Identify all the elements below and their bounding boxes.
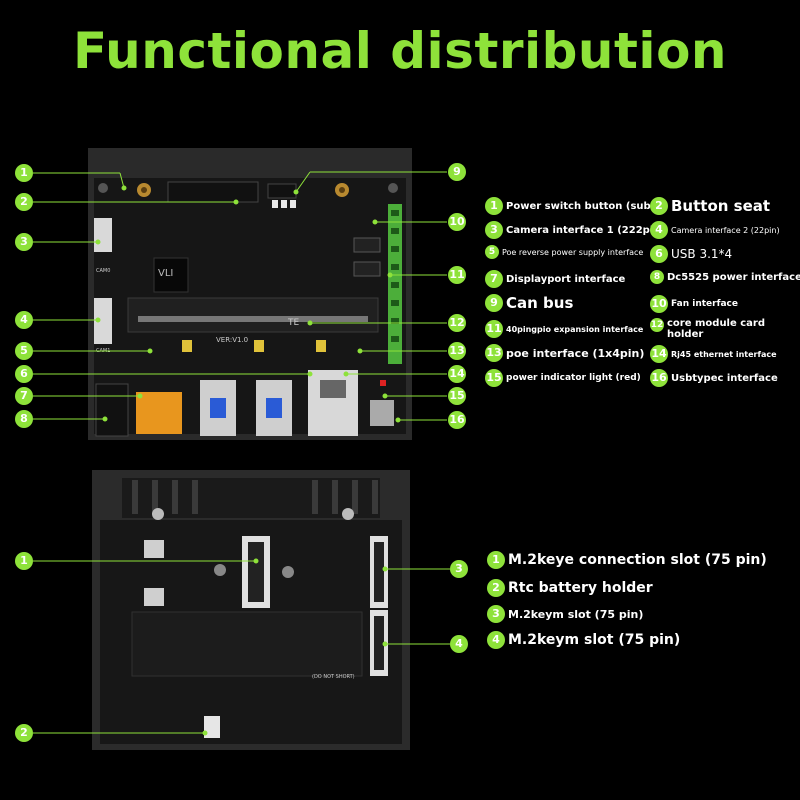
silkscreen-module: VLI [158,268,174,279]
legend-label: power indicator light (red) [506,373,641,383]
legend-item-5: 5 Poe reverse power supply interface [485,245,643,259]
bottom-legend-item-2: 2 Rtc battery holder [487,579,653,597]
legend-label: USB 3.1*4 [671,247,733,261]
legend-item-15: 15 power indicator light (red) [485,369,641,387]
legend-badge: 7 [485,270,503,288]
legend-item-14: 14 Rj45 ethernet interface [650,345,777,363]
legend-badge: 16 [650,369,668,387]
legend-item-2: 2 Button seat [650,197,770,215]
legend-badge: 13 [485,344,503,362]
legend-item-1: 1 Power switch button (sub) [485,197,655,215]
legend-badge: 9 [485,294,503,312]
legend-item-7: 7 Displayport interface [485,270,625,288]
bottom-legend-item-1: 1 M.2keye connection slot (75 pin) [487,551,767,569]
bottom-board-drawing [92,470,410,750]
legend-badge: 14 [650,345,668,363]
callout-badge-7: 7 [15,387,33,405]
legend-label: M.2keym slot (75 pin) [508,607,644,621]
legend-label: Displayport interface [506,273,626,285]
callout-badge-2: 2 [15,193,33,211]
legend-badge: 10 [650,295,668,313]
callout-badge-5: 5 [15,342,33,360]
legend-badge: 3 [487,605,505,623]
legend-label: Camera interface 2 (22pin) [671,225,780,235]
legend-badge: 11 [485,320,503,338]
bottom-callout-badge-2: 2 [15,724,33,742]
bottom-callout-badge-3: 3 [450,560,468,578]
legend-badge: 2 [487,579,505,597]
legend-label: core module card holder [667,318,766,340]
legend-item-16: 16 Usbtypec interface [650,369,778,387]
callout-badge-12: 12 [448,314,466,332]
legend-label: Usbtypec interface [671,372,778,384]
legend-label: Rj45 ethernet interface [671,349,777,359]
legend-badge: 6 [650,245,668,263]
bottom-callout-badge-4: 4 [450,635,468,653]
legend-label: Poe reverse power supply interface [502,247,644,257]
legend-badge: 4 [487,631,505,649]
callout-badge-15: 15 [448,387,466,405]
legend-item-10: 10 Fan interface [650,295,738,313]
legend-label: Can bus [506,294,574,312]
callout-badge-9: 9 [448,163,466,181]
legend-label: Button seat [671,197,771,215]
legend-item-3: 3 Camera interface 1 (222pin) [485,221,665,239]
legend-label: M.2keym slot (75 pin) [508,632,681,648]
legend-item-4: 4 Camera interface 2 (22pin) [650,221,780,239]
legend-item-13: 13 poe interface (1x4pin) [485,344,644,362]
legend-badge: 12 [650,318,664,332]
top-board: VLI TE VER:V1.0 CAM0 CAM1 [88,148,412,440]
silkscreen-version: VER:V1.0 [216,336,249,344]
callout-badge-16: 16 [448,411,466,429]
callout-badge-13: 13 [448,342,466,360]
legend-badge: 2 [650,197,668,215]
callout-badge-8: 8 [15,410,33,428]
bottom-board: (DO NOT SHORT) [92,470,410,750]
legend-label: 40pingpio expansion interface [506,324,644,334]
page-title: Functional distribution [72,22,728,80]
legend-label: Camera interface 1 (222pin) [506,224,665,236]
legend-badge: 5 [485,245,499,259]
legend-item-9: 9 Can bus [485,294,573,312]
bottom-callout-badge-1: 1 [15,552,33,570]
silkscreen-cam0: CAM0 [96,268,111,274]
legend-badge: 8 [650,270,664,284]
bottom-legend-item-4: 4 M.2keym slot (75 pin) [487,631,680,649]
legend-label: Power switch button (sub) [506,200,656,212]
callout-badge-10: 10 [448,213,466,231]
legend-badge: 3 [485,221,503,239]
legend-item-11: 11 40pingpio expansion interface [485,320,643,338]
legend-item-12: 12 core module card holder [650,318,777,340]
legend-label: Rtc battery holder [508,580,653,596]
callout-badge-3: 3 [15,233,33,251]
bottom-legend-item-3: 3 M.2keym slot (75 pin) [487,605,643,623]
legend-label: Dc5525 power interface [667,271,800,283]
legend-item-6: 6 USB 3.1*4 [650,245,732,263]
legend-badge: 1 [485,197,503,215]
legend-item-8: 8 Dc5525 power interface [650,270,800,284]
callout-badge-14: 14 [448,365,466,383]
callout-badge-11: 11 [448,266,466,284]
callout-badge-4: 4 [15,311,33,329]
top-board-drawing [88,148,412,440]
silkscreen-brand: TE [288,318,300,328]
callout-badge-1: 1 [15,164,33,182]
silkscreen-note: (DO NOT SHORT) [312,674,355,680]
legend-label: M.2keye connection slot (75 pin) [508,552,767,568]
legend-label: Fan interface [671,299,738,309]
legend-badge: 1 [487,551,505,569]
legend-badge: 4 [650,221,668,239]
legend-badge: 15 [485,369,503,387]
legend-label: poe interface (1x4pin) [506,346,645,360]
callout-badge-6: 6 [15,365,33,383]
